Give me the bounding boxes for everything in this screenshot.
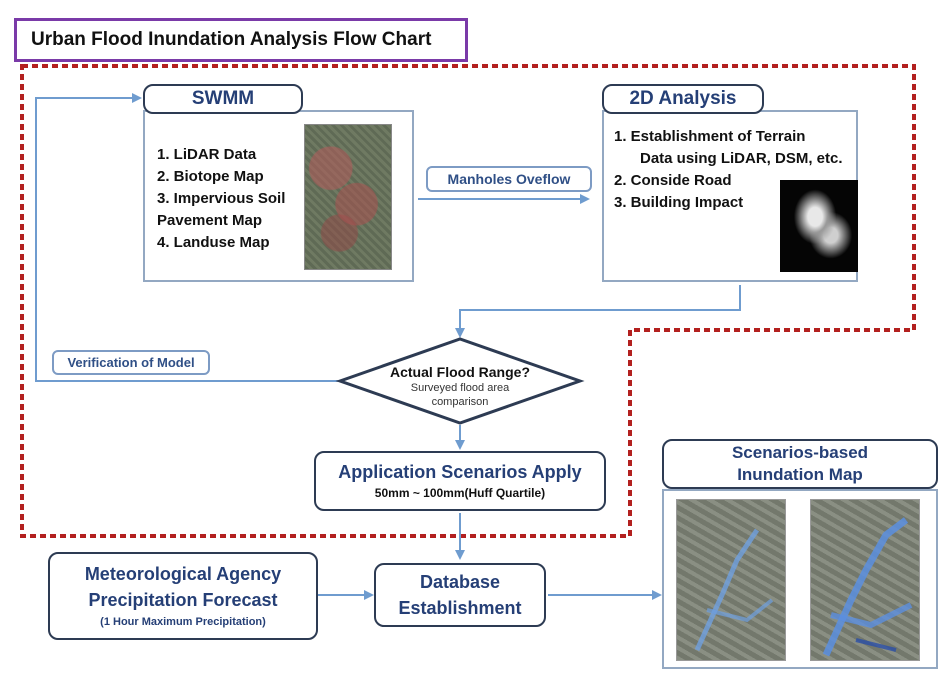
analysis-2d-label: 2D Analysis [602,84,764,114]
meteo-line-3: (1 Hour Maximum Precipitation) [100,616,266,628]
list-item: 2. Biotope Map [157,168,264,185]
scenarios-title: Application Scenarios Apply [338,462,582,482]
inundation-line-2: Inundation Map [737,465,863,484]
decision-text: Actual Flood Range? Surveyed flood area … [360,364,560,409]
swmm-label: SWMM [143,84,303,114]
manholes-overflow-tag: Manholes Oveflow [426,166,592,192]
catchment-satellite-image [304,124,392,270]
list-item: Pavement Map [157,212,263,229]
meteorological-forecast-box: Meteorological Agency Precipitation Fore… [48,552,318,640]
arrow-2d-to-decision [455,285,741,338]
decision-title: Actual Flood Range? [390,364,530,380]
scenarios-subtitle: 50mm ~ 100mm(Huff Quartile) [374,486,546,500]
inundation-map-image-right [810,499,920,661]
inundation-map-panel [662,489,938,669]
database-establishment-box: Database Establishment [374,563,546,627]
decision-subtitle-2: comparison [431,396,489,408]
decision-subtitle-1: Surveyed flood area [410,382,510,394]
decision-diamond [335,337,585,425]
terrain-dsm-image [780,180,858,272]
swmm-inputs-list: 1. LiDAR Data 2. Biotope Map 3. Impervio… [157,144,412,254]
analysis-boundary [20,64,916,538]
flood-overlay-left [694,528,774,652]
meteo-line-1: Meteorological Agency [84,564,282,584]
database-line-2: Establishment [398,598,522,618]
flood-overlay-right [822,517,913,657]
list-item: 1. Establishment of Terrain [614,128,806,145]
list-item: 4. Landuse Map [157,234,270,251]
database-line-1: Database [419,572,501,592]
application-scenarios-box: Application Scenarios Apply 50mm ~ 100mm… [314,451,606,511]
list-item: 1. LiDAR Data [157,146,257,163]
inundation-map-image-left [676,499,786,661]
arrow-verification-loop [35,93,338,382]
page-title: Urban Flood Inundation Analysis Flow Cha… [14,18,468,62]
verification-of-model-tag: Verification of Model [52,350,210,375]
analysis-2d-list: 1. Establishment of Terrain Data using L… [614,126,856,214]
list-item: Data using LiDAR, DSM, etc. [640,150,843,167]
meteo-line-2: Precipitation Forecast [88,590,278,610]
list-item: 3. Building Impact [614,194,744,211]
list-item: 3. Impervious Soil [157,190,286,207]
list-item: 2. Conside Road [614,172,732,189]
inundation-line-1: Scenarios-based [731,443,869,462]
inundation-map-title: Scenarios-based Inundation Map [662,439,938,489]
